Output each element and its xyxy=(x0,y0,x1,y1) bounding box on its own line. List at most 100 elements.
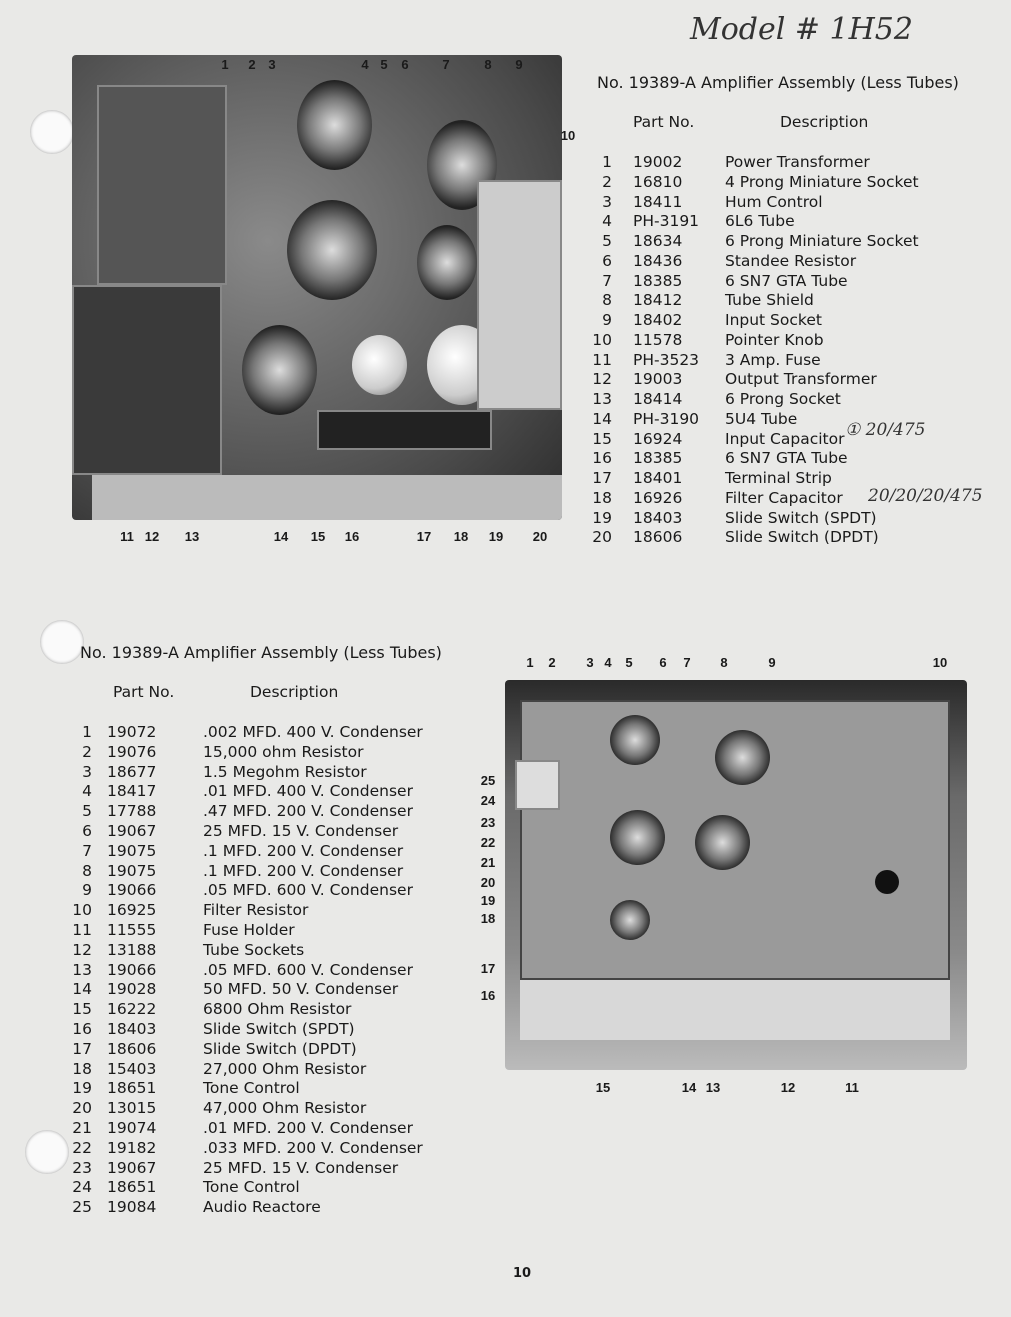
part-number: 18417 xyxy=(107,782,157,801)
callout-label: 13 xyxy=(184,529,200,544)
callout-label: 10 xyxy=(560,128,576,143)
part-number: 18401 xyxy=(633,469,683,487)
part-number: 19066 xyxy=(107,960,157,979)
part-number: 18385 xyxy=(633,449,683,468)
item-number: 17 xyxy=(72,1039,92,1058)
part-number: 19028 xyxy=(107,980,157,999)
callout-label: 16 xyxy=(480,988,496,1003)
item-number: 13 xyxy=(72,960,92,979)
item-number: 10 xyxy=(592,330,612,349)
callout-label: 19 xyxy=(488,529,504,544)
part-number: 18385 xyxy=(633,271,683,290)
item-number: 14 xyxy=(72,980,92,999)
item-number: 16 xyxy=(72,1020,92,1038)
item-number: 6 xyxy=(82,822,92,840)
part-number: 11578 xyxy=(633,330,683,349)
item-number: 18 xyxy=(592,488,612,507)
part-description: .01 MFD. 400 V. Condenser xyxy=(203,782,413,801)
part-number: 13015 xyxy=(107,1099,157,1118)
callout-label: 7 xyxy=(683,655,691,670)
item-number: 22 xyxy=(72,1138,92,1157)
item-number: 6 xyxy=(602,251,612,270)
callout-label: 1 xyxy=(526,655,534,670)
part-description: 6800 Ohm Resistor xyxy=(203,1000,352,1019)
part-number: 18412 xyxy=(633,291,683,310)
item-number: 8 xyxy=(82,861,92,880)
item-number: 15 xyxy=(72,1000,92,1019)
callout-label: 9 xyxy=(768,655,776,670)
part-description: .05 MFD. 600 V. Condenser xyxy=(203,960,413,979)
part-description: 6 Prong Socket xyxy=(725,390,841,408)
part-description: 1.5 Megohm Resistor xyxy=(203,762,367,781)
bottom-parts-heading: No. 19389-A Amplifier Assembly (Less Tub… xyxy=(80,643,442,662)
callout-label: 4 xyxy=(604,655,612,670)
callout-label: 25 xyxy=(480,773,496,788)
part-description: Input Socket xyxy=(725,311,822,329)
top-chassis-photo xyxy=(72,55,562,520)
part-number: 18651 xyxy=(107,1178,157,1197)
callout-label: 24 xyxy=(480,793,496,808)
callout-label: 3 xyxy=(586,655,594,670)
callout-label: 20 xyxy=(532,529,548,544)
part-description: Power Transformer xyxy=(725,153,870,171)
top-parts-heading: No. 19389-A Amplifier Assembly (Less Tub… xyxy=(597,73,959,92)
part-number: 19074 xyxy=(107,1119,157,1137)
part-description: 6 Prong Miniature Socket xyxy=(725,232,919,250)
part-number: 19075 xyxy=(107,861,157,880)
part-number: 19182 xyxy=(107,1138,157,1157)
item-number: 4 xyxy=(82,782,92,801)
part-number: 19002 xyxy=(633,153,683,171)
part-description: Tube Shield xyxy=(725,291,814,310)
part-number: 18402 xyxy=(633,311,683,329)
item-number: 5 xyxy=(602,232,612,250)
note-filter-capacitor: 20/20/20/475 xyxy=(868,486,983,506)
item-number: 1 xyxy=(602,153,612,171)
item-number: 17 xyxy=(592,469,612,487)
item-number: 12 xyxy=(592,370,612,389)
callout-label: 2 xyxy=(248,57,256,72)
part-description: Hum Control xyxy=(725,192,823,211)
part-description: Input Capacitor xyxy=(725,429,845,448)
part-description: .002 MFD. 400 V. Condenser xyxy=(203,723,423,741)
item-number: 21 xyxy=(72,1119,92,1137)
parts-row: 13 19066 .05 MFD. 600 V. Condenser xyxy=(0,960,1011,980)
punch-hole xyxy=(40,620,84,664)
item-number: 3 xyxy=(602,192,612,211)
part-number: 19003 xyxy=(633,370,683,389)
item-number: 7 xyxy=(602,271,612,290)
item-number: 12 xyxy=(72,940,92,959)
callout-label: 19 xyxy=(480,893,496,908)
item-number: 8 xyxy=(602,291,612,310)
part-number: 18403 xyxy=(107,1020,157,1038)
item-number: 9 xyxy=(82,881,92,900)
part-description: .05 MFD. 600 V. Condenser xyxy=(203,881,413,900)
part-number: 19084 xyxy=(107,1198,157,1217)
item-number: 19 xyxy=(592,508,612,527)
item-number: 16 xyxy=(592,449,612,468)
callout-label: 5 xyxy=(380,57,388,72)
callout-label: 21 xyxy=(480,855,496,870)
handwritten-model-title: Model # 1H52 xyxy=(690,12,913,47)
top-col-part: Part No. xyxy=(633,113,695,131)
part-number: 16926 xyxy=(633,488,683,507)
